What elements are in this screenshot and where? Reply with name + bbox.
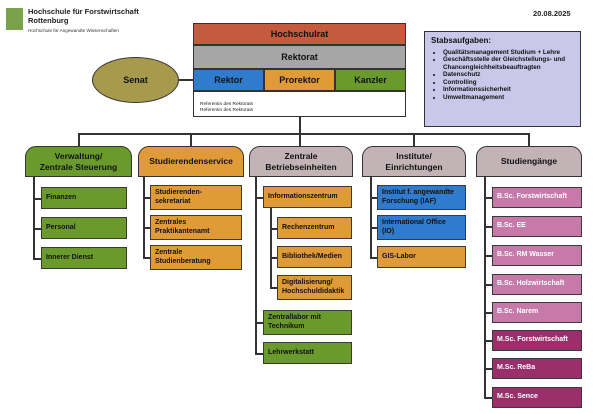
col3-sub-tick-1 xyxy=(270,228,277,230)
item-msc-forstwirtschaft: M.Sc. Forstwirtschaft xyxy=(492,330,582,351)
stab-item: Umweltmanagement xyxy=(443,94,574,101)
horizontal-bus xyxy=(78,133,529,135)
stab-item: Qualitätsmanagement Studium + Lehre xyxy=(443,49,574,56)
stab-item: Datenschutz xyxy=(443,71,574,78)
col2-spine xyxy=(143,177,145,258)
col5-tick-6 xyxy=(484,340,492,342)
item-innerer-dienst: Innerer Dienst xyxy=(41,247,127,269)
col5-tick-2 xyxy=(484,226,492,228)
item-bsc-narem: B.Sc. Narem xyxy=(492,302,582,323)
stab-box: Stabsaufgaben: Qualitätsmanagement Studi… xyxy=(424,31,581,127)
prorektor-box: Prorektor xyxy=(264,69,335,91)
col2-tick-2 xyxy=(143,227,150,229)
logo: Hochschule für Forstwirtschaft Rottenbur… xyxy=(6,6,196,42)
logo-title-line1: Hochschule für Forstwirtschaft xyxy=(28,7,139,16)
stab-list: Qualitätsmanagement Studium + LehreGesch… xyxy=(431,49,574,101)
senat-label: Senat xyxy=(123,75,148,85)
col4-spine xyxy=(370,177,372,258)
header-studiengaenge: Studiengänge xyxy=(476,146,582,177)
header-zentrale-betriebseinheiten: Zentrale Betriebseinheiten xyxy=(249,146,353,177)
col4-tick-3 xyxy=(370,257,377,259)
hochschulrat-box: Hochschulrat xyxy=(193,23,406,45)
col3-tick-lehrwerkstatt xyxy=(255,353,263,355)
item-lehrwerkstatt: Lehrwerkstatt xyxy=(263,342,352,364)
item-bsc-ee: B.Sc. EE xyxy=(492,216,582,237)
date-label: 20.08.2025 xyxy=(533,9,571,18)
item-bsc-rm-wasser: B.Sc. RM Wasser xyxy=(492,245,582,266)
item-bibliothek: Bibliothek/Medien xyxy=(277,246,352,268)
rektor-box: Rektor xyxy=(193,69,264,91)
item-bsc-forstwirtschaft: B.Sc. Forstwirtschaft xyxy=(492,187,582,208)
stab-item: Controlling xyxy=(443,79,574,86)
col2-tick-1 xyxy=(143,197,150,199)
bus-drop-5 xyxy=(528,133,530,146)
logo-mark xyxy=(6,8,23,30)
item-digitalisierung: Digitalisierung/ Hochschuldidaktik xyxy=(277,275,352,300)
stab-item: Geschäftsstelle der Gleichstellungs- und… xyxy=(443,56,574,71)
item-informationszentrum: Informationszentrum xyxy=(263,186,352,208)
col5-tick-3 xyxy=(484,255,492,257)
item-finanzen: Finanzen xyxy=(41,187,127,209)
header-studierendenservice: Studierendenservice xyxy=(138,146,244,177)
col5-tick-4 xyxy=(484,284,492,286)
item-personal: Personal xyxy=(41,217,127,239)
col3-tick-zentrallabor xyxy=(255,322,263,324)
senat-connector xyxy=(179,79,193,81)
rektorat-box: Rektorat xyxy=(193,45,406,69)
col1-tick-2 xyxy=(33,228,41,230)
col3-spine xyxy=(255,177,257,354)
senat-ellipse: Senat xyxy=(92,57,179,103)
item-iaf: Institut f. angewandte Forschung (IAF) xyxy=(377,185,466,210)
item-msc-sence: M.Sc. Sence xyxy=(492,387,582,408)
item-zentrallabor: Zentrallabor mit Technikum xyxy=(263,310,352,335)
item-gis-labor: GIS-Labor xyxy=(377,246,466,268)
referent-line-1: Referentin des Rektorats xyxy=(200,102,254,107)
bus-drop-3 xyxy=(299,133,301,146)
main-vertical-connector xyxy=(299,117,301,134)
col5-tick-5 xyxy=(484,312,492,314)
item-studienberatung: Zentrale Studienberatung xyxy=(150,245,242,270)
col5-spine xyxy=(484,177,486,398)
col5-tick-1 xyxy=(484,197,492,199)
kanzler-box: Kanzler xyxy=(335,69,406,91)
referent-box: Referentin des Rektorats Referentin des … xyxy=(193,91,406,117)
item-rechenzentrum: Rechenzentrum xyxy=(277,217,352,239)
col4-tick-1 xyxy=(370,197,377,199)
col5-tick-8 xyxy=(484,397,492,399)
item-bsc-holzwirtschaft: B.Sc. Holzwirtschaft xyxy=(492,274,582,295)
item-praktikantenamt: Zentrales Praktikantenamt xyxy=(150,215,242,240)
col2-tick-3 xyxy=(143,257,150,259)
logo-title-line2: Rottenburg xyxy=(28,16,69,25)
col1-tick-1 xyxy=(33,198,41,200)
col3-sub-tick-3 xyxy=(270,287,277,289)
stab-item: Informationssicherheit xyxy=(443,86,574,93)
logo-subtitle: Hochschule für Angewandte Wissenschaften xyxy=(28,28,119,33)
col3-tick-iz xyxy=(255,197,263,199)
header-verwaltung: Verwaltung/ Zentrale Steuerung xyxy=(25,146,132,177)
item-studierendensekretariat: Studierenden- sekretariat xyxy=(150,185,242,210)
referent-line-2: Referentin des Rektorats xyxy=(200,108,254,113)
item-international-office: International Office (IO) xyxy=(377,215,466,240)
col3-sub-spine xyxy=(270,208,272,288)
col1-spine xyxy=(33,177,35,259)
header-institute: Institute/ Einrichtungen xyxy=(362,146,466,177)
bus-drop-1 xyxy=(78,133,80,146)
col1-tick-3 xyxy=(33,258,41,260)
bus-drop-4 xyxy=(413,133,415,146)
col3-sub-tick-2 xyxy=(270,257,277,259)
bus-drop-2 xyxy=(190,133,192,146)
col4-tick-2 xyxy=(370,227,377,229)
col5-tick-7 xyxy=(484,368,492,370)
stab-title: Stabsaufgaben: xyxy=(431,36,492,45)
item-msc-reba: M.Sc. ReBa xyxy=(492,358,582,379)
